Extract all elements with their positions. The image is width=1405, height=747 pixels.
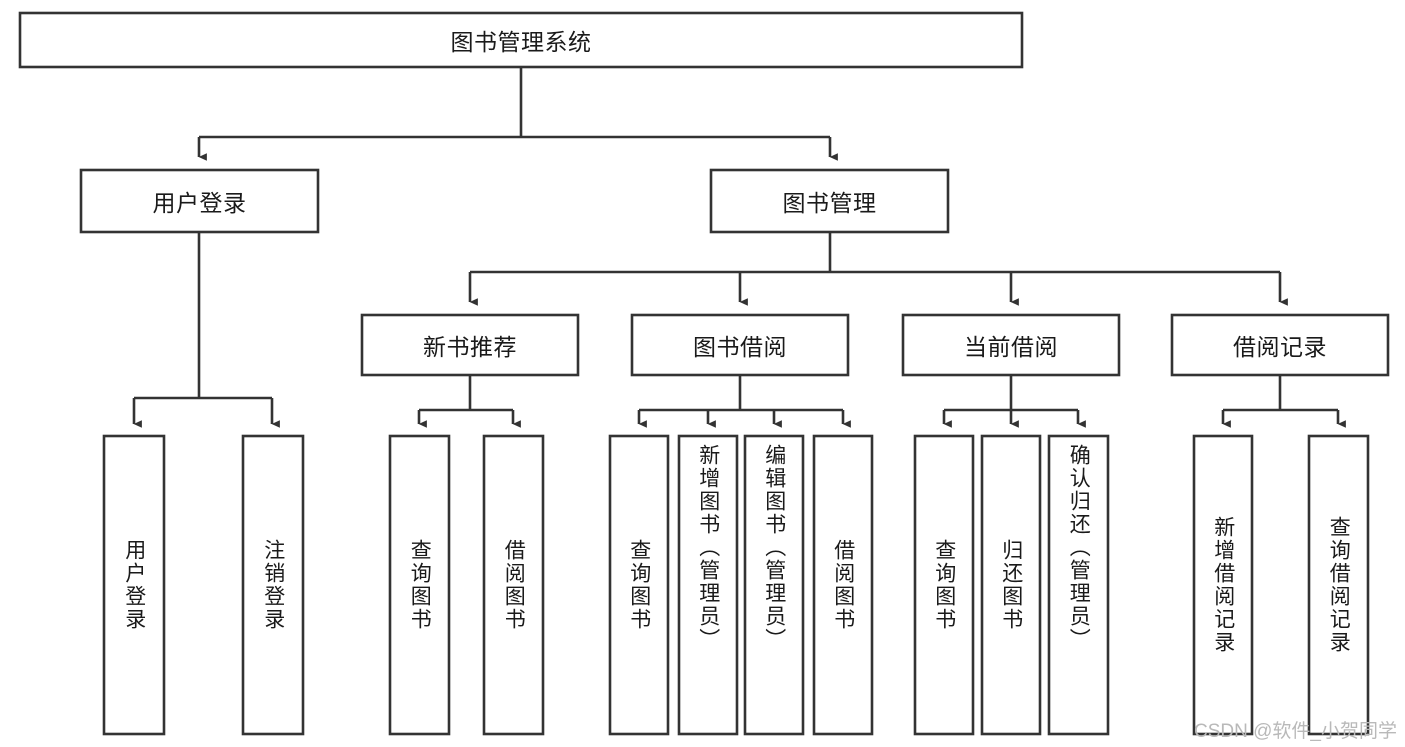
- node-leaf-add-borrow-record[interactable]: [1192, 434, 1254, 736]
- node-book-manage[interactable]: [709, 168, 950, 234]
- node-leaf-logout-login[interactable]: [241, 434, 305, 736]
- node-leaf-edit-book[interactable]: [743, 434, 805, 736]
- node-leaf-query-book-3[interactable]: [913, 434, 975, 736]
- node-borrow-record[interactable]: [1170, 313, 1390, 377]
- node-leaf-user-login[interactable]: [102, 434, 166, 736]
- node-root[interactable]: [18, 11, 1024, 69]
- node-leaf-borrow-book-1[interactable]: [482, 434, 545, 736]
- connector-group: [132, 67, 1346, 428]
- node-leaf-query-book-2[interactable]: [608, 434, 670, 736]
- node-user-login[interactable]: [79, 168, 320, 234]
- node-leaf-borrow-book-2[interactable]: [812, 434, 874, 736]
- node-box-group: [18, 11, 1390, 736]
- node-new-book-recommend[interactable]: [360, 313, 580, 377]
- node-book-borrow[interactable]: [630, 313, 850, 377]
- node-leaf-add-book[interactable]: [677, 434, 739, 736]
- node-leaf-query-book-1[interactable]: [388, 434, 451, 736]
- node-leaf-return-book[interactable]: [980, 434, 1042, 736]
- node-current-borrow[interactable]: [901, 313, 1121, 377]
- node-leaf-confirm-return[interactable]: [1047, 434, 1110, 736]
- node-leaf-query-borrow-record[interactable]: [1307, 434, 1370, 736]
